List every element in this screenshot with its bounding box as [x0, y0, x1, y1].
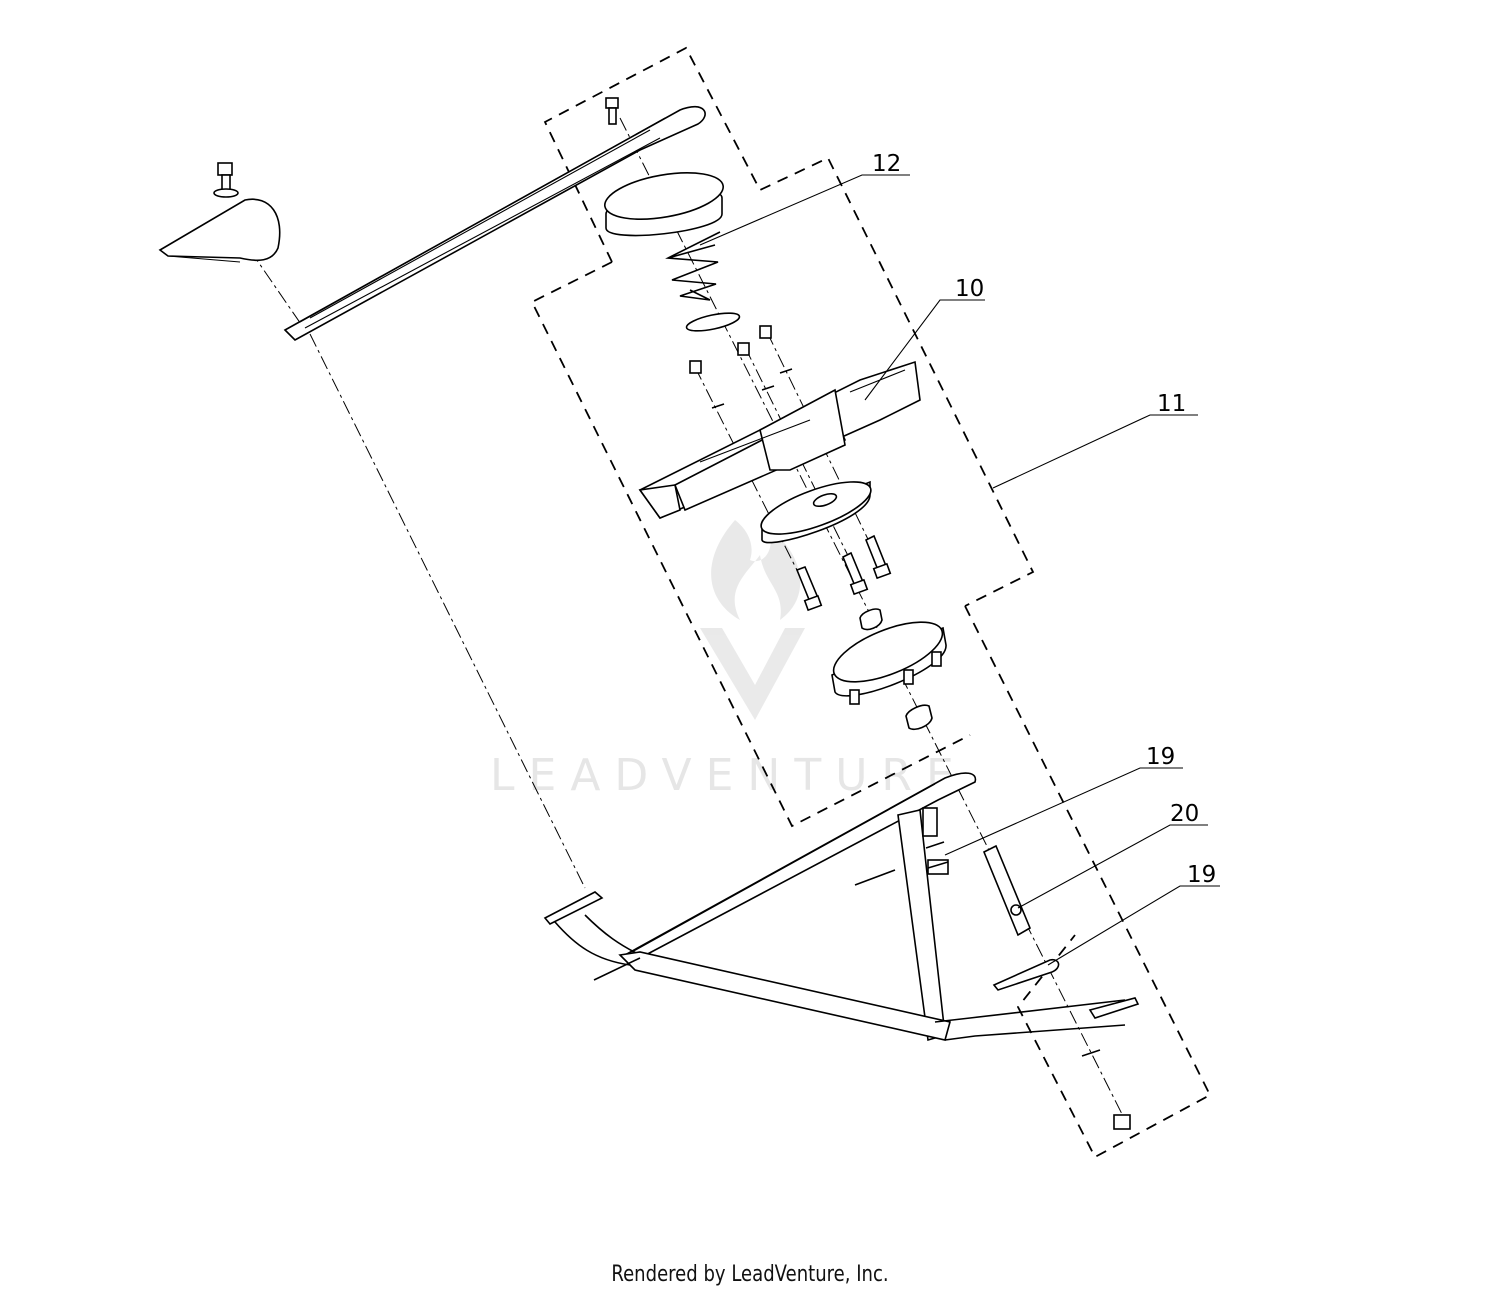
watermark: LEADVENTURE	[490, 520, 968, 801]
callout-11-leader	[992, 414, 1198, 489]
callout-10-leader	[864, 299, 985, 401]
dashed-group-boundaries	[530, 46, 1212, 1159]
callout-19a-leader	[944, 767, 1183, 856]
frame-bracket	[543, 772, 1140, 1042]
callout-19-lower: 19	[1187, 862, 1216, 888]
top-pulley	[603, 172, 725, 237]
spring	[665, 231, 721, 301]
bottom-nut-icon	[1113, 1114, 1131, 1130]
left-cap-center-line	[249, 249, 306, 331]
spacer-bushing	[859, 608, 883, 631]
callout-10: 10	[955, 276, 984, 302]
lower-clip	[992, 958, 1060, 991]
left-cover-cap	[158, 162, 281, 263]
spindle-housing	[760, 480, 872, 544]
footer-credit: Rendered by LeadVenture, Inc.	[611, 1262, 889, 1287]
callout-11: 11	[1157, 391, 1186, 417]
callout-12-leader	[699, 174, 910, 246]
lower-assembly-boundary	[964, 605, 1212, 1159]
lower-bushing	[905, 704, 933, 731]
callout-12: 12	[872, 151, 901, 177]
spindle-center-line-a	[694, 366, 813, 601]
watermark-logo-icon	[700, 520, 805, 720]
lower-pulley	[831, 621, 947, 705]
blade-assembly	[638, 360, 921, 519]
upper-belt-cover	[283, 97, 706, 341]
upper-small-bolts	[689, 325, 793, 409]
idler-pin	[982, 844, 1032, 937]
callout-leaders	[699, 174, 1220, 966]
belt-cover-bolt-icon	[605, 97, 619, 125]
callout-20: 20	[1170, 801, 1199, 827]
mid-assembly-boundary	[530, 261, 971, 828]
callout-19-upper: 19	[1146, 744, 1175, 770]
watermark-text: LEADVENTURE	[490, 750, 968, 801]
bottom-washer	[1081, 1049, 1101, 1057]
callout-19b-leader	[1047, 885, 1220, 966]
callout-labels: 12 10 11 19 20 19	[872, 151, 1216, 888]
washer	[685, 312, 741, 332]
lower-long-bolts	[795, 534, 892, 612]
bracket-fasteners	[922, 807, 949, 875]
cap-bolt-icon	[213, 162, 239, 198]
callout-20-leader	[1017, 824, 1208, 909]
upper-assembly-boundary	[543, 46, 1035, 607]
left-center-line	[309, 333, 586, 889]
